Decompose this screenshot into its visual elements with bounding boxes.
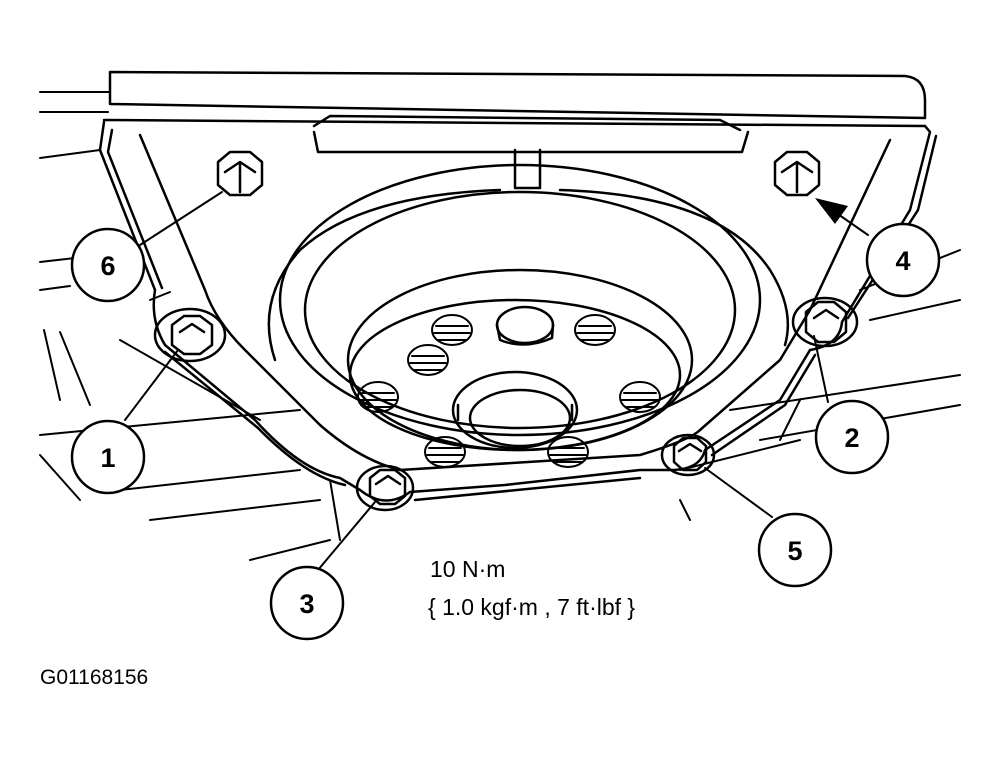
figure-id: G01168156 <box>40 666 149 689</box>
cover-bolt-6 <box>216 150 264 197</box>
rear-cover-gasket <box>98 120 938 502</box>
flywheel-bolt <box>574 314 616 346</box>
leader-lines <box>124 191 869 571</box>
flywheel-bolt <box>431 314 473 346</box>
torque-spec-alt: { 1.0 kgf·m , 7 ft·lbf } <box>428 594 636 620</box>
callout-3: 3 <box>269 565 345 641</box>
flywheel-bolt <box>357 381 399 413</box>
cover-bolt-4 <box>773 150 821 197</box>
flywheel-bolt <box>547 436 589 468</box>
flywheel-bolt <box>619 381 661 413</box>
cover-bolt-3 <box>355 464 415 512</box>
callout-2-label: 2 <box>844 423 859 453</box>
callout-5: 5 <box>757 512 833 588</box>
cover-bolt-5 <box>660 433 716 477</box>
flywheel-bolt <box>407 344 449 376</box>
callout-4-arrowhead <box>815 198 848 224</box>
oil-pan-rail <box>102 70 927 154</box>
cover-bolt-1 <box>153 307 227 363</box>
engine-block-lines <box>39 91 961 561</box>
crankshaft-hub <box>451 305 579 450</box>
callout-1-label: 1 <box>100 443 115 473</box>
cover-bolt-2 <box>791 296 859 348</box>
callout-3-label: 3 <box>299 589 314 619</box>
flywheel-bolt <box>424 436 466 468</box>
callout-4-label: 4 <box>895 246 910 276</box>
callout-4: 4 <box>865 222 941 298</box>
callout-6-label: 6 <box>100 251 115 281</box>
rear-cover-plate <box>138 133 892 472</box>
callout-2: 2 <box>814 399 890 475</box>
callout-6: 6 <box>70 227 146 303</box>
torque-spec: 10 N·m <box>430 556 506 582</box>
callout-5-label: 5 <box>787 536 802 566</box>
flywheel-bolts <box>357 314 661 468</box>
callout-1: 1 <box>70 419 146 495</box>
